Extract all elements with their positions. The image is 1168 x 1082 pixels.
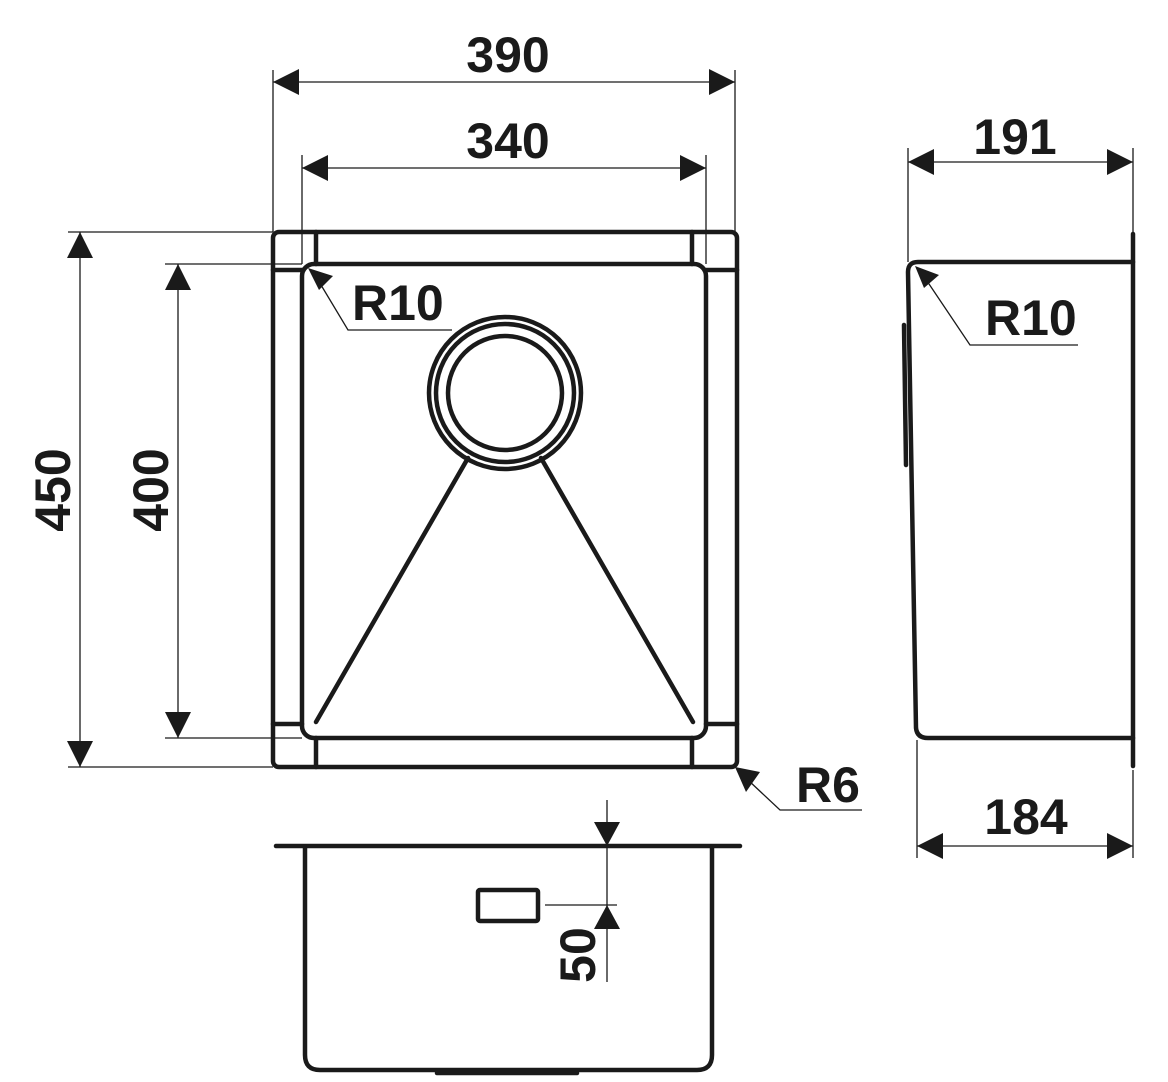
front-view: 50 [273,800,743,1076]
dimension-label: 340 [466,113,549,169]
dimension-450: 450 [25,231,273,768]
dimension-label: 400 [123,448,179,531]
dimension-label: 184 [984,789,1068,845]
dimension-label: 450 [25,448,81,531]
outer-flange [270,229,740,770]
slope-line-left [313,455,471,725]
dimension-label: R6 [796,757,860,813]
overflow-slot [475,887,541,924]
drain-icon [426,314,584,472]
radius-r10-top: R10 [308,268,452,331]
dimension-label: R10 [352,275,444,331]
side-overflow [901,322,909,468]
slope-line-right [538,455,696,725]
dimension-label: 390 [466,27,549,83]
flange-corner-lines [270,229,740,770]
dimension-50: 50 [545,800,620,983]
side-view: 191 184 R10 [901,109,1136,859]
side-bowl-outline [905,259,1136,741]
front-bowl-outline [302,845,715,1073]
radius-r6: R6 [735,757,862,813]
dimension-191: 191 [907,109,1134,262]
dimension-label: 50 [550,927,606,983]
top-view: 390 340 450 400 R10 [25,27,862,813]
bowl-outline [299,261,709,741]
radius-r10-side: R10 [915,266,1078,346]
dimension-390: 390 [272,27,736,232]
dimension-label: 191 [973,109,1056,165]
dimension-label: R10 [985,290,1077,346]
dimension-400: 400 [123,263,302,739]
dimension-340: 340 [301,113,707,264]
dimension-184: 184 [916,740,1134,859]
